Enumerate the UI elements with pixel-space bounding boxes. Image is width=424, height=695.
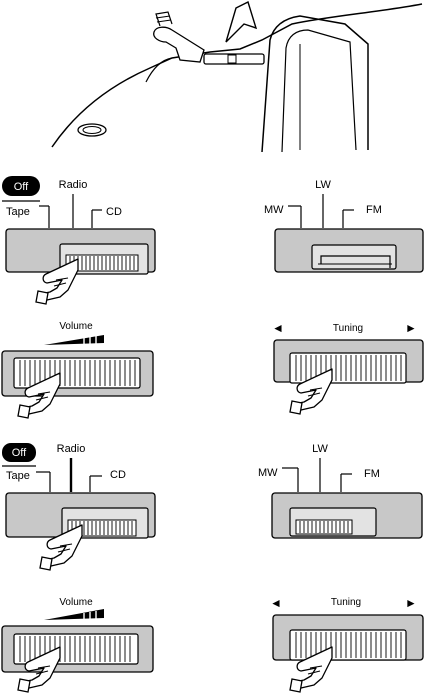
tuning-right-arrow-icon: ►: [405, 321, 417, 335]
tuning-wheel: [290, 630, 406, 660]
volume-control-2: Volume: [2, 597, 153, 692]
tuning-label: Tuning: [331, 597, 361, 608]
off-label: Off: [12, 447, 27, 459]
tuning-right-arrow-icon: ►: [405, 596, 417, 610]
radio-label: Radio: [57, 443, 86, 455]
tape-label: Tape: [6, 206, 30, 218]
source-selector-1: Off Tape Radio CD: [2, 176, 155, 304]
volume-label: Volume: [59, 597, 93, 608]
volume-wheel: [14, 358, 140, 388]
car-illustration: [52, 2, 422, 152]
lw-label: LW: [312, 443, 328, 455]
mw-label: MW: [258, 467, 278, 479]
band-selector-1: MW LW FM: [264, 179, 423, 272]
volume-control-1: Volume: [2, 321, 153, 418]
cd-label: CD: [110, 469, 126, 481]
band-slider: [312, 245, 396, 269]
tuning-control-2: ◄ Tuning ►: [270, 596, 423, 692]
tuning-left-arrow-icon: ◄: [272, 321, 284, 335]
fm-label: FM: [366, 204, 382, 216]
source-selector-2: Off Tape Radio CD: [2, 443, 155, 570]
mw-label: MW: [264, 204, 284, 216]
volume-wedge: [44, 609, 104, 620]
volume-label: Volume: [59, 321, 93, 332]
tuning-left-arrow-icon: ◄: [270, 596, 282, 610]
tape-label: Tape: [6, 470, 30, 482]
radio-label: Radio: [59, 179, 88, 191]
band-selector-2: MW LW FM: [258, 443, 422, 538]
tuning-label: Tuning: [333, 323, 363, 334]
off-label: Off: [14, 181, 29, 193]
tuning-wheel: [290, 353, 406, 383]
lw-label: LW: [315, 179, 331, 191]
fm-label: FM: [364, 468, 380, 480]
volume-wedge: [44, 335, 104, 345]
tuning-control-1: ◄ Tuning ►: [272, 321, 423, 414]
cd-label: CD: [106, 206, 122, 218]
